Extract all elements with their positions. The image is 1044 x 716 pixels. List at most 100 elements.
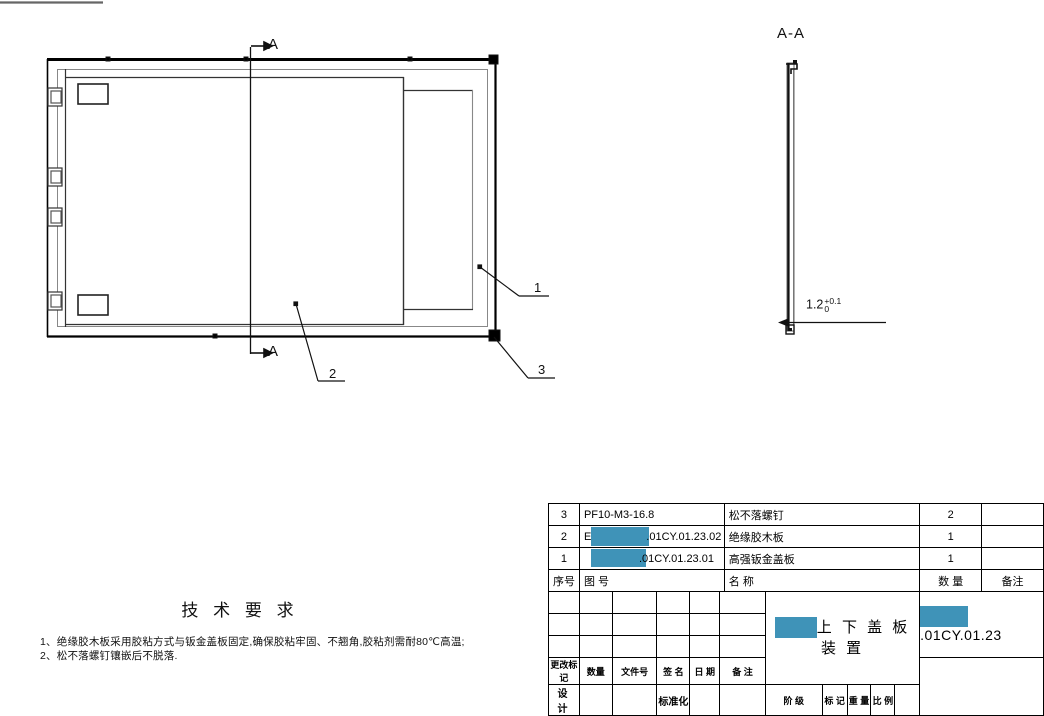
assembly-name-line-1: 上 下 盖 板 [766, 617, 919, 639]
technical-requirement-item: 1、绝缘胶木板采用胶粘方式与钣金盖板固定,确保胶粘牢固、不翘角,胶粘剂需耐80℃… [40, 636, 465, 648]
part-code-prefix: E [583, 530, 592, 543]
part-name: 高强钣金盖板 [723, 547, 921, 570]
header-code: 图 号 [578, 569, 725, 592]
drawing-number-spacer [919, 657, 1044, 716]
header-qty: 数 量 [919, 569, 983, 592]
rev-remark [719, 613, 766, 636]
dimension-tol-upper: +0.1 [824, 296, 842, 306]
design-value [578, 684, 613, 716]
stage-mark-5 [894, 684, 921, 716]
part-code-cell: .01CY.01.23.01 [578, 547, 725, 570]
standardize-value [689, 684, 721, 716]
rev-mark [548, 635, 580, 658]
rev-date [689, 591, 721, 614]
rev-date [689, 635, 721, 658]
rev-header-date: 日 期 [689, 657, 721, 685]
stage-mark-1: 阶 级 [764, 684, 823, 716]
rev-sign [656, 591, 691, 614]
design-extra [611, 684, 658, 716]
table-header-row: 序号 图 号 名 称 数 量 备注 [548, 569, 1044, 592]
part-remark [981, 547, 1044, 570]
rev-sign [656, 635, 691, 658]
dimension-value: 1.2 [806, 297, 824, 312]
section-view-geometry [778, 60, 886, 335]
rev-mark [548, 613, 580, 636]
part-code: PF10-M3-16.8 [578, 503, 725, 526]
part-qty: 1 [919, 525, 983, 548]
balloon-3-label: 3 [538, 362, 546, 377]
rev-header-remark: 备 注 [719, 657, 766, 685]
revision-row [548, 635, 1044, 658]
section-title-a-a: A-A [777, 25, 806, 42]
part-name: 松不落螺钉 [723, 503, 921, 526]
rev-header-mark: 更改标记 [548, 657, 580, 685]
redaction-block [920, 606, 969, 627]
section-arrow-bottom [251, 347, 274, 359]
part-code: .01CY.01.23.01 [638, 552, 714, 565]
rev-qty [578, 613, 613, 636]
balloon-1-label: 1 [534, 280, 542, 295]
revision-header-row: 更改标记 数量 文件号 签 名 日 期 备 注 [548, 657, 1044, 716]
redaction-block [590, 549, 646, 567]
rev-docno [611, 635, 658, 658]
part-no: 3 [548, 503, 580, 526]
title-block: 3 PF10-M3-16.8 松不落螺钉 2 2 E .01CY.01.23.02… [548, 503, 1044, 716]
part-remark [981, 525, 1044, 548]
header-no: 序号 [548, 569, 580, 592]
standardize-label: 标准化 [656, 684, 691, 716]
rev-docno [611, 591, 658, 614]
plan-view-geometry [46, 47, 501, 354]
rev-docno [611, 613, 658, 636]
table-row: 3 PF10-M3-16.8 松不落螺钉 2 [548, 503, 1044, 526]
section-label-bottom: A [268, 343, 279, 360]
part-qty: 2 [919, 503, 983, 526]
rev-mark [548, 591, 580, 614]
part-name: 绝缘胶木板 [723, 525, 921, 548]
part-no: 2 [548, 525, 580, 548]
assembly-name-cell: 上 下 盖 板 装 置 [764, 591, 921, 685]
balloon-leader-3 [493, 336, 555, 379]
rev-qty [578, 591, 613, 614]
rev-date [689, 613, 721, 636]
rev-remark [719, 635, 766, 658]
balloon-2-label: 2 [329, 366, 337, 381]
rev-qty [578, 635, 613, 658]
part-remark [981, 503, 1044, 526]
redaction-block [774, 617, 817, 639]
stage-mark-2: 标 记 [821, 684, 848, 716]
drawing-number-text: .01CY.01.23 [920, 627, 1002, 643]
bottom-remark [719, 684, 766, 716]
dimension-tol-lower: 0 [824, 304, 830, 314]
table-row: 2 E .01CY.01.23.02 绝缘胶木板 1 [548, 525, 1044, 548]
drawing-number-cell: .01CY.01.23 [919, 591, 1044, 658]
rev-sign [656, 613, 691, 636]
balloon-leader-2 [293, 301, 345, 382]
rev-header-sign: 签 名 [656, 657, 691, 685]
parts-list-table: 3 PF10-M3-16.8 松不落螺钉 2 2 E .01CY.01.23.02… [548, 503, 1044, 592]
part-qty: 1 [919, 547, 983, 570]
stage-mark-4: 比 例 [870, 684, 896, 716]
rev-remark [719, 591, 766, 614]
balloon-leader-1 [477, 264, 549, 297]
redaction-block [590, 527, 649, 546]
part-code: .01CY.01.23.02 [646, 530, 722, 543]
part-code-cell: E .01CY.01.23.02 [578, 525, 725, 548]
part-no: 1 [548, 547, 580, 570]
assembly-name-line-2: 装 置 [820, 640, 865, 658]
table-row: 1 .01CY.01.23.01 高强钣金盖板 1 [548, 547, 1044, 570]
design-label: 设 计 [548, 684, 580, 716]
engineering-drawing-canvas [0, 1, 886, 382]
section-dimension: 1.2 +0.1 0 [806, 296, 842, 314]
assembly-name-text-1: 上 下 盖 板 [816, 618, 911, 636]
section-label-top: A [268, 36, 279, 53]
rev-header-docno: 文件号 [611, 657, 658, 685]
header-remark: 备注 [981, 569, 1044, 592]
section-arrow-top [251, 40, 274, 52]
revision-row [548, 613, 1044, 636]
title-block-table: 上 下 盖 板 装 置 .01CY.01.23 [548, 591, 1044, 716]
header-name: 名 称 [723, 569, 921, 592]
revision-row: 上 下 盖 板 装 置 .01CY.01.23 [548, 591, 1044, 685]
stage-mark-3: 重 量 [846, 684, 872, 716]
technical-requirements-title: 技 术 要 求 [181, 601, 299, 620]
rev-header-qty: 数量 [578, 657, 613, 685]
